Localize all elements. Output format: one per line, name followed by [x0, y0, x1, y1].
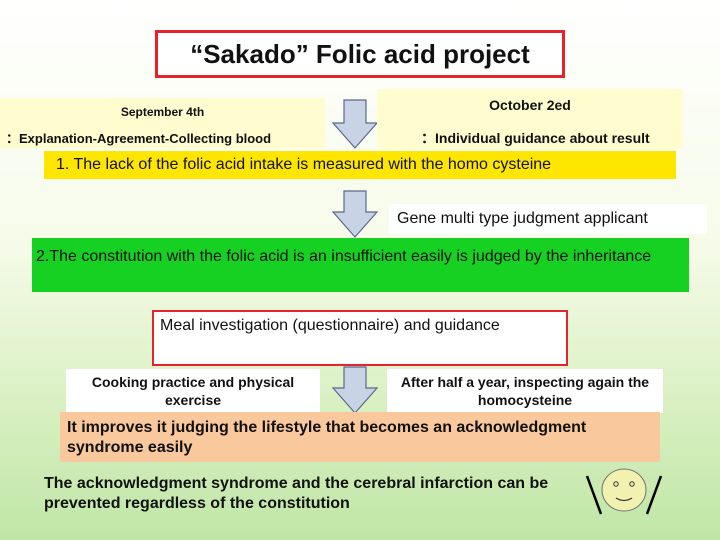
lifestyle-improvement-box: It improves it judging the lifestyle tha…: [60, 412, 660, 462]
cooking-practice-box: Cooking practice and physical exercise: [66, 369, 320, 413]
page-title: “Sakado” Folic acid project: [155, 30, 565, 78]
step2-box: 2.The constitution with the folic acid i…: [32, 238, 689, 292]
down-arrow-icon: [332, 190, 378, 238]
october-text: ：Individual guidance about result: [421, 130, 650, 146]
meal-investigation-box: Meal investigation (questionnaire) and g…: [152, 310, 568, 366]
september-date: September 4th: [120, 105, 205, 119]
step1-box: 1. The lack of the folic acid intake is …: [44, 151, 676, 179]
october-date: October 2ed: [489, 97, 571, 113]
october-box: October 2ed ：Individual guidance about r…: [377, 89, 683, 149]
gene-applicant-label: Gene multi type judgment applicant: [389, 204, 707, 234]
september-text: ：Explanation-Agreement-Collecting blood: [6, 131, 272, 146]
september-box: September 4th ：Explanation-Agreement-Col…: [0, 98, 325, 148]
conclusion-text: The acknowledgment syndrome and the cere…: [44, 475, 549, 512]
smiley-face-icon: [585, 468, 663, 515]
half-year-inspection-box: After half a year, inspecting again the …: [387, 369, 663, 413]
down-arrow-icon: [332, 99, 378, 149]
down-arrow-icon: [332, 366, 378, 414]
